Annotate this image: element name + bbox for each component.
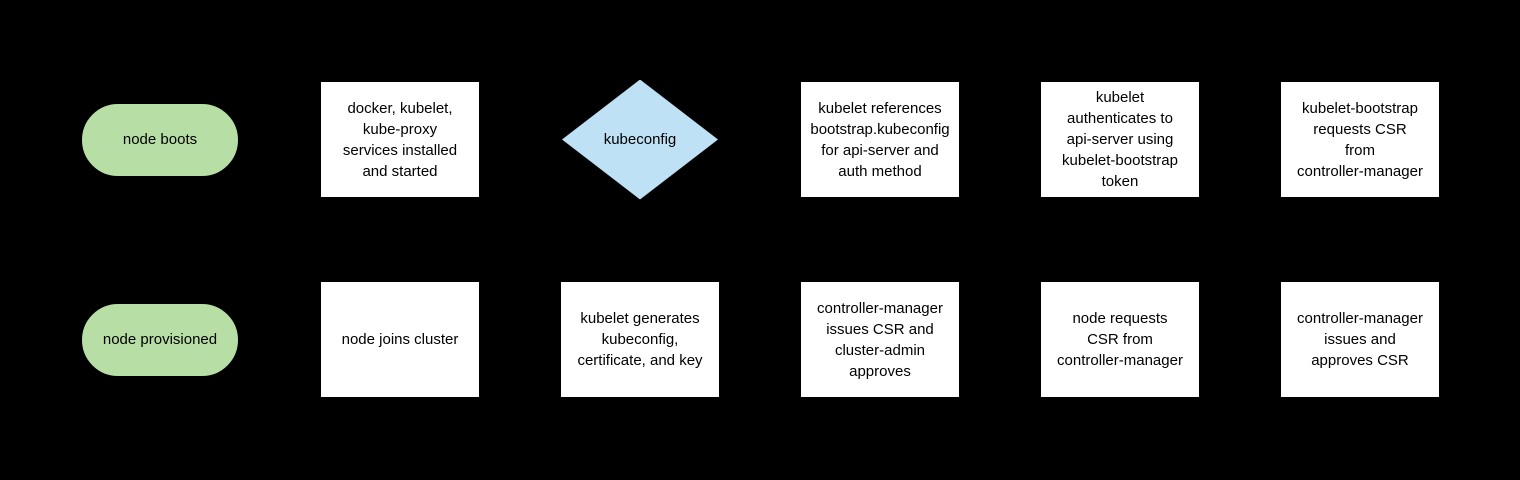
flow-cell: kubeconfig: [560, 79, 720, 200]
flow-cell: kubelet-bootstrap requests CSR from cont…: [1280, 79, 1440, 200]
flow-cell: node requests CSR from controller-manage…: [1040, 279, 1200, 400]
flow-cell: node provisioned: [80, 279, 240, 400]
process-services-installed: docker, kubelet, kube-proxy services ins…: [320, 81, 480, 198]
process-controller-manager-approves-csr: controller-manager issues and approves C…: [1280, 281, 1440, 398]
flow-cell: kubelet generates kubeconfig, certificat…: [560, 279, 720, 400]
process-controller-manager-issues-csr-cluster-admin: controller-manager issues CSR and cluste…: [800, 281, 960, 398]
terminal-node-provisioned: node provisioned: [81, 302, 239, 377]
decision-kubeconfig: kubeconfig: [562, 79, 718, 200]
process-kubelet-authenticates: kubelet authenticates to api-server usin…: [1040, 81, 1200, 198]
process-node-requests-csr: node requests CSR from controller-manage…: [1040, 281, 1200, 398]
flow-cell: node joins cluster: [320, 279, 480, 400]
flow-cell: controller-manager issues CSR and cluste…: [800, 279, 960, 400]
flow-cell: kubelet authenticates to api-server usin…: [1040, 79, 1200, 200]
flow-cell: docker, kubelet, kube-proxy services ins…: [320, 79, 480, 200]
process-kubelet-bootstrap-requests-csr: kubelet-bootstrap requests CSR from cont…: [1280, 81, 1440, 198]
flow-row-top: node boots docker, kubelet, kube-proxy s…: [80, 79, 1440, 200]
flow-cell: node boots: [80, 79, 240, 200]
process-kubelet-references-bootstrap-kubeconfig: kubelet references bootstrap.kubeconfig …: [800, 81, 960, 198]
process-node-joins-cluster: node joins cluster: [320, 281, 480, 398]
terminal-node-boots: node boots: [81, 102, 239, 177]
process-kubelet-generates-kubeconfig: kubelet generates kubeconfig, certificat…: [560, 281, 720, 398]
flow-cell: kubelet references bootstrap.kubeconfig …: [800, 79, 960, 200]
flow-row-bottom: node provisioned node joins cluster kube…: [80, 279, 1440, 400]
flow-cell: controller-manager issues and approves C…: [1280, 279, 1440, 400]
